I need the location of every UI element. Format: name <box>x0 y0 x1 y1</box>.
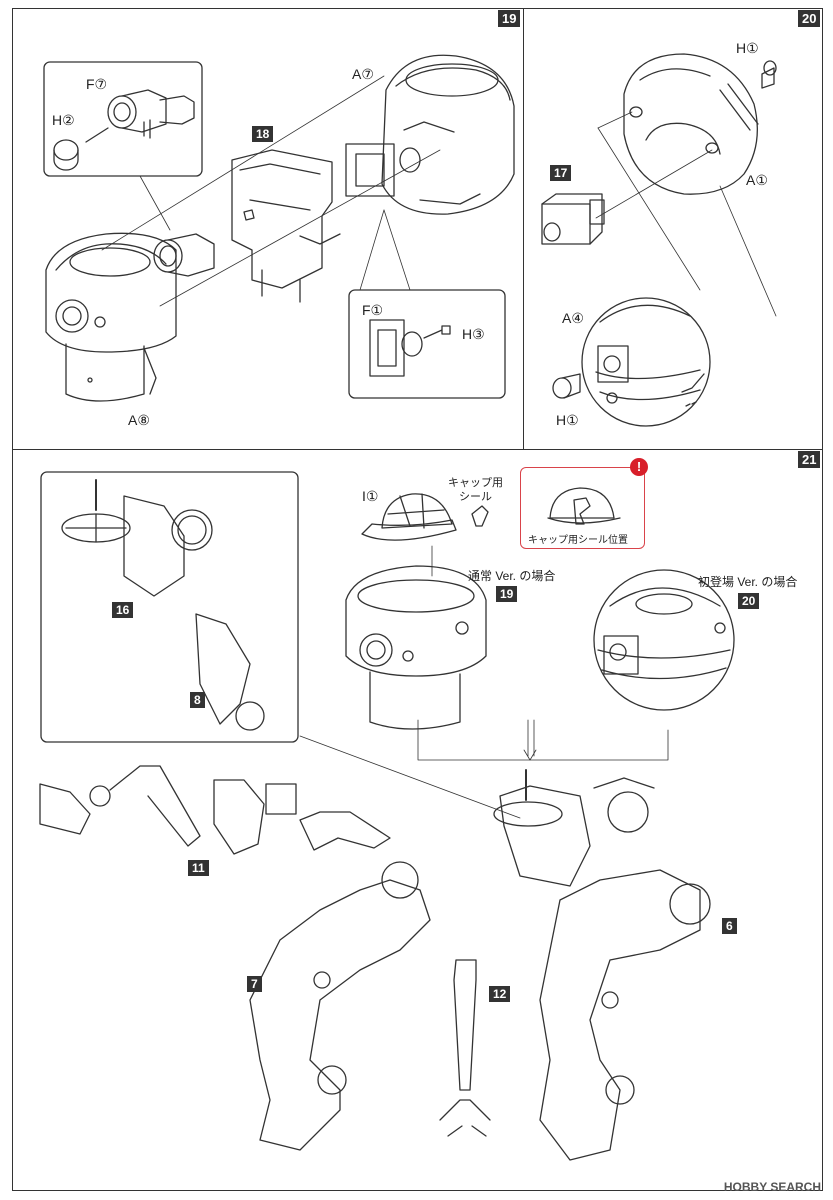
step20-connector-lines <box>595 111 777 317</box>
step20-helmet-bottom <box>552 297 711 427</box>
ref-step-16: 16 <box>112 602 134 618</box>
part-label-a4: A④ <box>562 310 584 326</box>
step-number-21: 21 <box>798 451 821 468</box>
ref-step-18: 18 <box>252 126 274 142</box>
step19-connector-lines <box>101 75 441 307</box>
step21-head-normal <box>345 565 487 730</box>
normal-ver-label: 通常 Ver. の場合 <box>468 569 556 583</box>
first-ver-label: 初登場 Ver. の場合 <box>698 575 798 589</box>
step21-cap-sticker-position <box>547 487 621 525</box>
step19-small-joint <box>153 233 215 277</box>
step21-head-first <box>593 569 735 711</box>
part-label-h1-top: H① <box>736 40 759 56</box>
ref-step-11: 11 <box>188 860 209 876</box>
part-label-a1: A① <box>746 172 768 188</box>
part-label-f1: F① <box>362 302 384 318</box>
step-number-19: 19 <box>498 10 521 27</box>
step20-helmet-top <box>623 53 777 195</box>
part-label-h2: H② <box>52 112 75 128</box>
step21-cap <box>361 493 489 577</box>
ref-step-6: 6 <box>722 918 737 934</box>
ref-step-17: 17 <box>550 165 572 181</box>
cap-sticker-position-label: キャップ用シール位置 <box>528 535 628 546</box>
step19-head-shell-front <box>45 232 177 402</box>
step19-detail-inset <box>43 61 203 177</box>
step21-tail <box>439 959 491 1137</box>
warning-icon: ! <box>630 458 648 476</box>
part-label-h1-bottom: H① <box>556 412 579 428</box>
step21-leg-left <box>249 861 431 1151</box>
ref-step-8: 8 <box>190 692 205 708</box>
step19-detail-inset-2 <box>348 289 506 399</box>
step19-inner-frame <box>231 126 341 303</box>
watermark: HOBBY SEARCH <box>723 1180 821 1194</box>
part-label-a7: A⑦ <box>352 66 374 82</box>
step21-leg-right <box>539 869 711 1161</box>
cap-sticker-position-box <box>520 467 645 549</box>
step-number-20: 20 <box>798 10 821 27</box>
ref-step-7: 7 <box>247 976 262 992</box>
step19-head-shell-back <box>345 54 515 215</box>
cap-sticker-label: キャップ用 シール <box>448 477 503 503</box>
part-label-f7: F⑦ <box>86 76 108 92</box>
part-label-a8: A⑧ <box>128 412 150 428</box>
step21-arm-left <box>39 765 391 855</box>
step20-small-part-17 <box>541 193 605 245</box>
ref-step-12: 12 <box>489 986 511 1002</box>
step21-arrows <box>299 719 669 819</box>
step-21-panel <box>12 449 823 1191</box>
part-label-i1: I① <box>362 488 379 504</box>
ref-step-19: 19 <box>496 586 518 602</box>
ref-step-20: 20 <box>738 593 760 609</box>
part-label-h3: H③ <box>462 326 485 342</box>
step21-inset-frame <box>40 471 299 743</box>
step21-body-frame <box>493 769 655 887</box>
